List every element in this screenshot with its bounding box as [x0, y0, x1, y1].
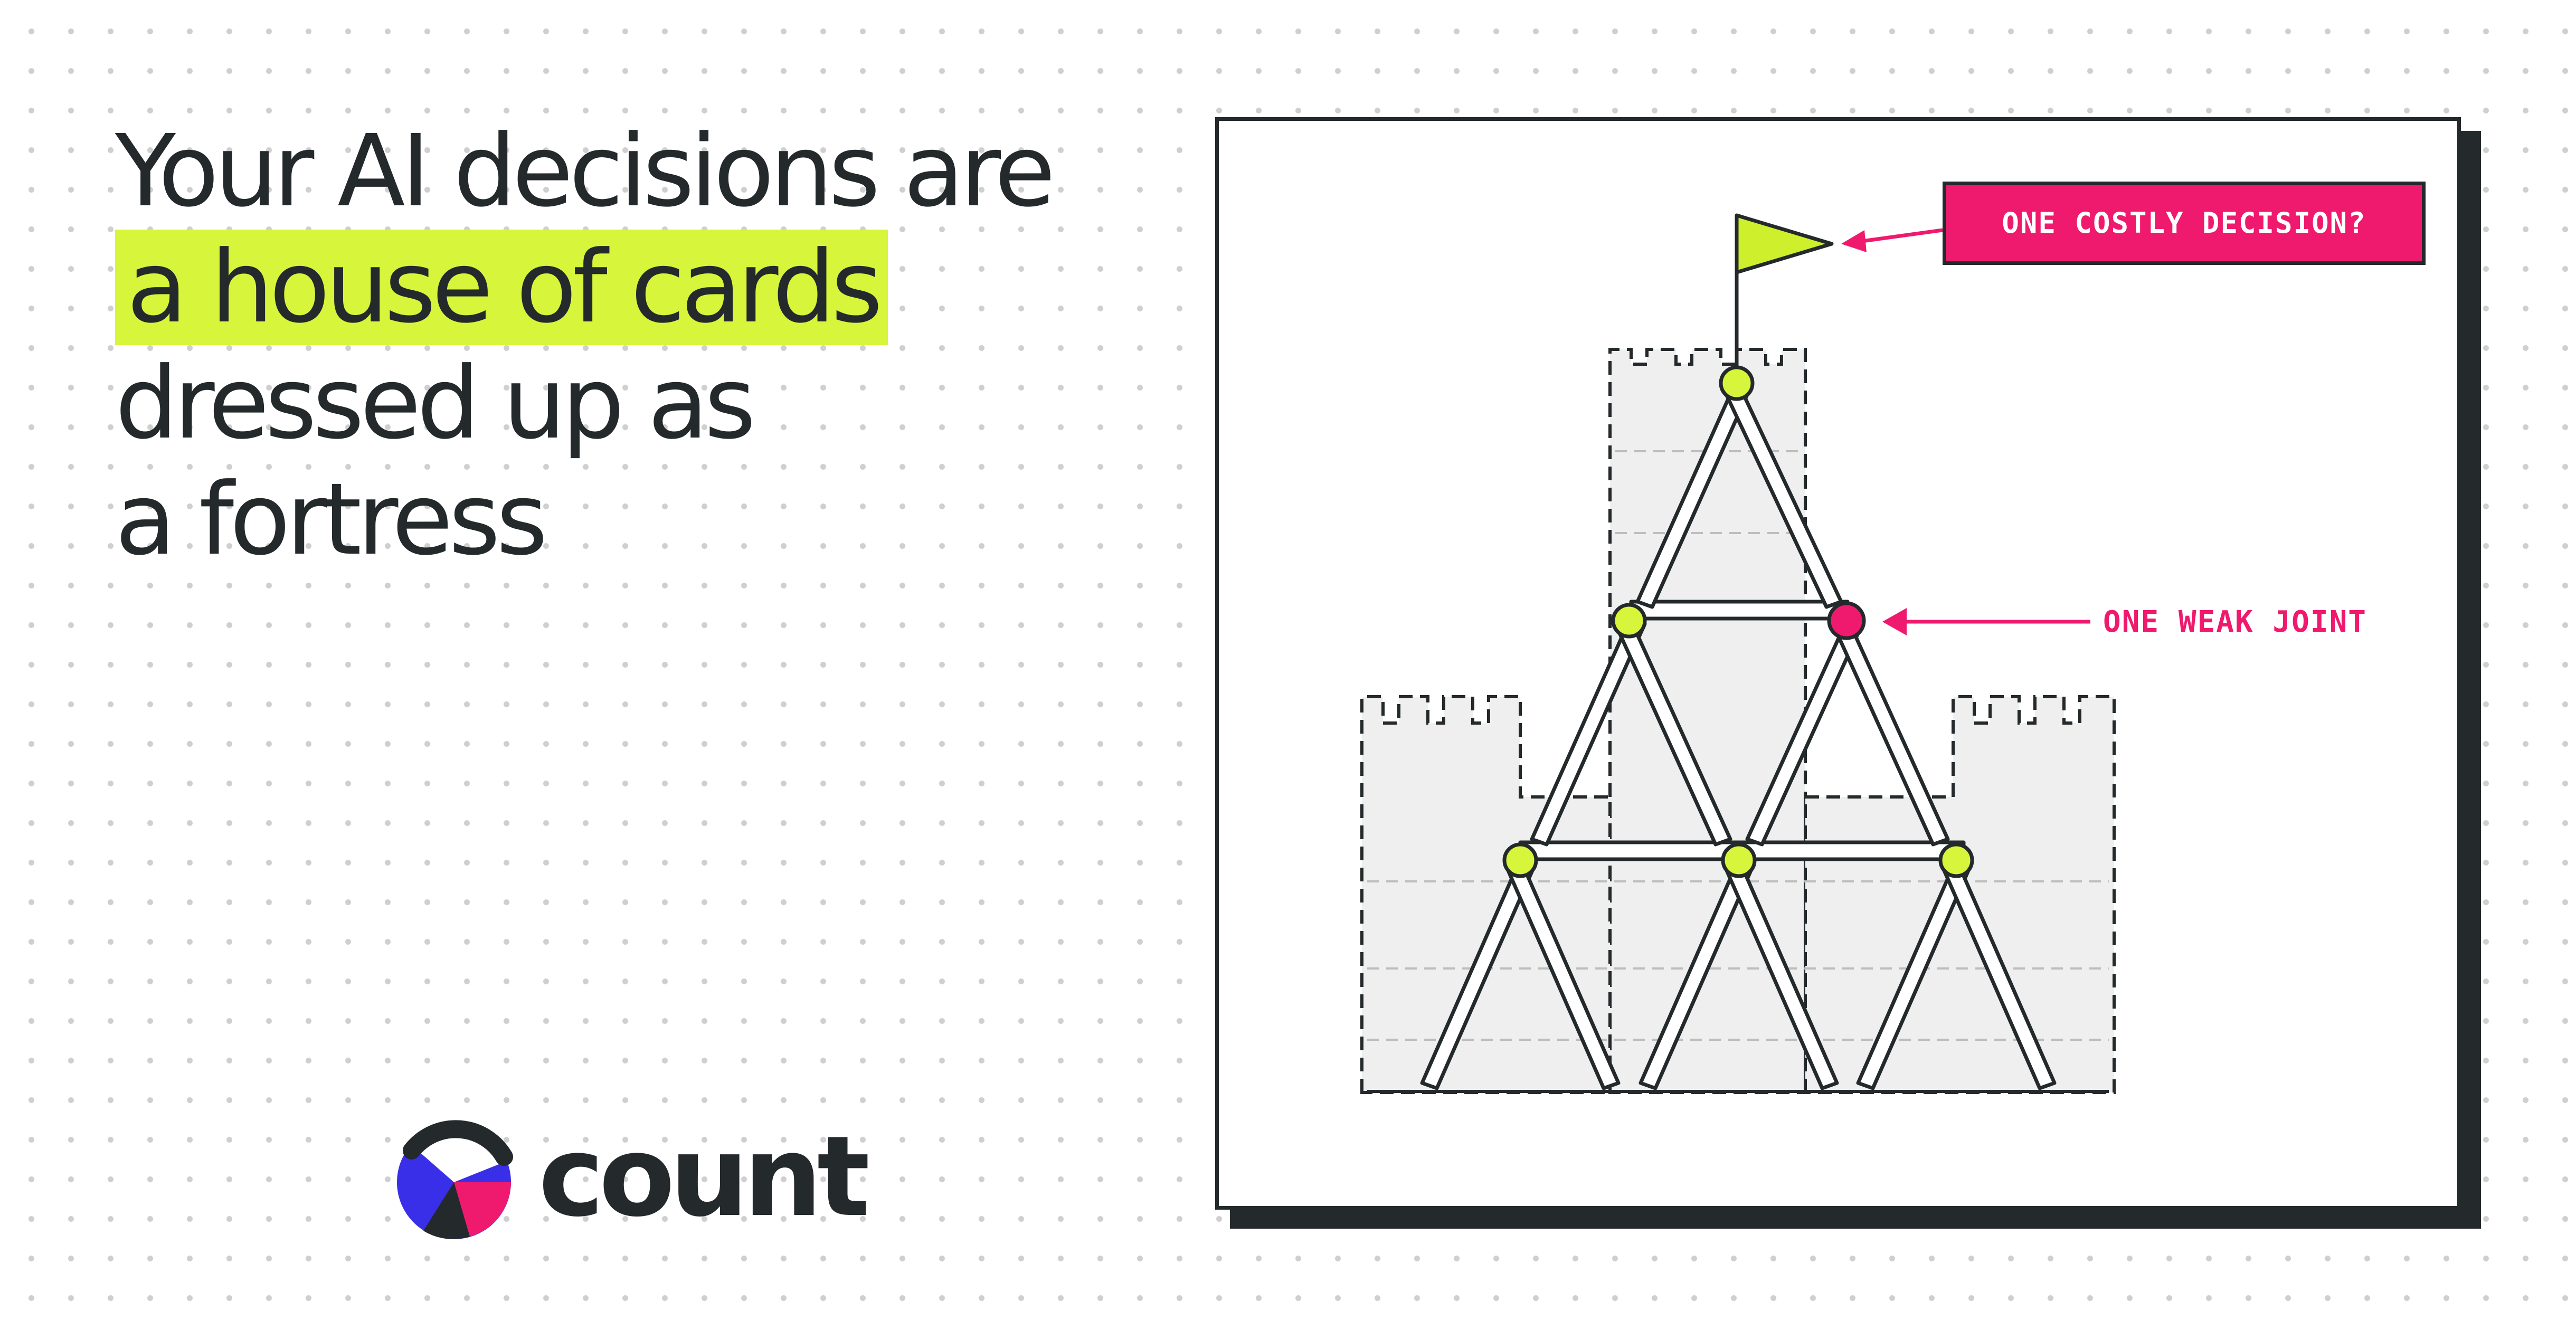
- weak-joint: [1827, 601, 1866, 640]
- flag-icon: [1735, 213, 1834, 274]
- headline-line-1: Your AI decisions are: [115, 113, 1056, 229]
- logo-wordmark: count: [538, 1112, 870, 1241]
- joint: [1719, 365, 1755, 401]
- headline-highlight: a house of cards: [115, 230, 888, 345]
- count-logo-icon: [397, 1120, 513, 1239]
- callout-costly-decision: ONE COSTLY DECISION?: [1943, 182, 2426, 265]
- joint: [1938, 842, 1974, 878]
- card-beam-row1: [1629, 600, 1850, 621]
- fortress-tower-left: [1360, 695, 1612, 1094]
- headline-line-3: dressed up as: [115, 346, 756, 461]
- headline-line-4: a fortress: [115, 462, 548, 577]
- callout-weak-joint: ONE WEAK JOINT: [2103, 605, 2367, 639]
- count-logo: count: [391, 1114, 870, 1246]
- joint: [1721, 842, 1757, 878]
- joint: [1502, 842, 1538, 878]
- headline: Your AI decisions are a house of cards d…: [115, 113, 1056, 578]
- joint: [1611, 603, 1647, 639]
- callout-arrow-top: [1858, 228, 1943, 244]
